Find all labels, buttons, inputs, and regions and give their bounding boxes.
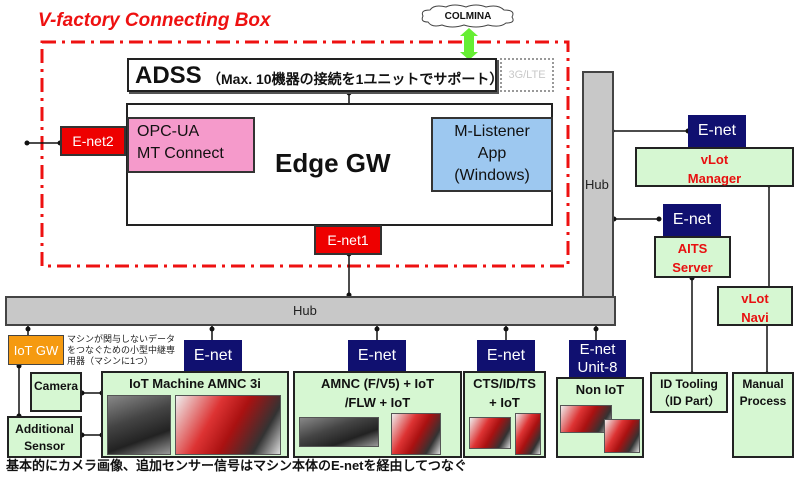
group2-enet[interactable]: E-net — [348, 340, 406, 372]
vlot-manager-box[interactable]: vLot Manager — [635, 147, 794, 187]
adss-note: （Max. 10機器の接続を1ユニットでサポート） — [207, 71, 504, 87]
iot-gw-note: マシンが関与しないデータ をつなぐための小型中継専 用器（マシンに1つ） — [67, 334, 175, 367]
id-tooling-box[interactable]: ID Tooling （ID Part） — [650, 372, 728, 413]
group4-enet-line1: E-net — [579, 341, 616, 358]
connecting-box-title: V-factory Connecting Box — [38, 10, 271, 31]
group4-enet[interactable]: E-net Unit-8 — [569, 340, 626, 378]
machine-image — [175, 395, 281, 455]
manual-process-box[interactable]: Manual Process — [732, 372, 794, 458]
opc-ua-box[interactable]: OPC-UA MT Connect — [127, 117, 255, 173]
connecting-box-border — [40, 40, 570, 268]
lte-box[interactable]: 3G/LTE — [500, 58, 554, 92]
aits-line1: AITS — [677, 241, 708, 256]
machine-image — [560, 405, 612, 433]
machine-image — [391, 413, 441, 455]
hub-horizontal-label: Hub — [293, 303, 317, 318]
group2-title-line: /FLW + IoT — [344, 395, 411, 410]
iot-gw-note-line: マシンが関与しないデータ — [67, 334, 176, 344]
additional-sensor-box[interactable]: Additional Sensor — [7, 416, 82, 458]
group4-title: Non IoT — [575, 382, 625, 397]
machine-image — [299, 417, 379, 447]
enet1-badge[interactable]: E-net1 — [314, 225, 382, 255]
group3-title-line: + IoT — [489, 395, 520, 410]
aits-server-box[interactable]: AITS Server — [654, 236, 731, 278]
manual-line2: Process — [739, 394, 787, 408]
group3-title-line: CTS/ID/TS — [473, 376, 536, 391]
edge-gw-label: Edge GW — [275, 148, 391, 178]
group3-title: CTS/ID/TS + IoT — [465, 373, 544, 412]
sensor-line2: Sensor — [24, 439, 65, 453]
manual-line1: Manual — [742, 377, 784, 391]
mlistener-line3: (Windows) — [454, 167, 530, 184]
machine-image — [107, 395, 171, 455]
group1-title: IoT Machine AMNC 3i — [129, 376, 261, 391]
group2-title-line: AMNC (F/V5) + IoT — [320, 376, 435, 391]
opc-line2: MT Connect — [137, 145, 224, 162]
aits-enet[interactable]: E-net — [663, 204, 721, 236]
group2-title: AMNC (F/V5) + IoT /FLW + IoT — [295, 373, 460, 412]
cloud-icon — [421, 4, 514, 28]
footer-note: 基本的にカメラ画像、追加センサー信号はマシン本体のE-netを経由してつなぐ — [6, 458, 467, 473]
colmina-arrow — [460, 28, 478, 60]
colmina-label: COLMINA — [444, 10, 492, 22]
vlot-navi-line1: vLot — [741, 291, 769, 306]
group1-enet[interactable]: E-net — [184, 340, 242, 372]
group1-box[interactable]: IoT Machine AMNC 3i — [101, 371, 289, 458]
mlistener-line1: M-Listener — [454, 123, 530, 140]
vlot-manager-line2: Manager — [687, 171, 742, 186]
hub-vertical-label: Hub — [585, 177, 609, 192]
camera-box[interactable]: Camera — [30, 372, 82, 412]
adss-box[interactable]: ADSS （Max. 10機器の接続を1ユニットでサポート） — [127, 58, 503, 92]
hub-horizontal[interactable]: Hub — [5, 296, 517, 326]
enet2-badge[interactable]: E-net2 — [60, 126, 126, 156]
group2-box[interactable]: AMNC (F/V5) + IoT /FLW + IoT — [293, 371, 462, 458]
vlot-manager-line1: vLot — [700, 152, 729, 167]
mlistener-line2: App — [477, 145, 507, 162]
colmina-cloud[interactable]: COLMINA — [418, 4, 518, 28]
machine-image — [604, 419, 640, 453]
adss-label: ADSS — [135, 62, 202, 89]
aits-line2: Server — [672, 260, 713, 275]
vlot-manager-enet[interactable]: E-net — [688, 115, 746, 147]
hub-vertical[interactable]: Hub — [582, 71, 614, 299]
machine-image — [469, 417, 511, 449]
group3-enet[interactable]: E-net — [477, 340, 535, 372]
group3-box[interactable]: CTS/ID/TS + IoT — [463, 371, 546, 458]
machine-image — [515, 413, 541, 455]
sensor-line1: Additional — [15, 422, 74, 436]
vlot-navi-line2: Navi — [741, 310, 769, 325]
group4-enet-line2: Unit-8 — [577, 359, 618, 376]
iot-gw-note-line: 用器（マシンに1つ） — [67, 356, 154, 366]
m-listener-box[interactable]: M-Listener App (Windows) — [431, 117, 553, 192]
id-tooling-line1: ID Tooling — [660, 377, 718, 391]
opc-line1: OPC-UA — [137, 123, 200, 140]
iot-gw-box[interactable]: IoT GW — [8, 335, 64, 365]
iot-gw-note-line: をつなぐための小型中継専 — [67, 345, 176, 355]
vlot-navi-box[interactable]: vLot Navi — [717, 286, 793, 326]
group4-box[interactable]: Non IoT — [556, 377, 644, 458]
id-tooling-line2: （ID Part） — [657, 394, 721, 408]
hub-corner — [512, 296, 616, 326]
